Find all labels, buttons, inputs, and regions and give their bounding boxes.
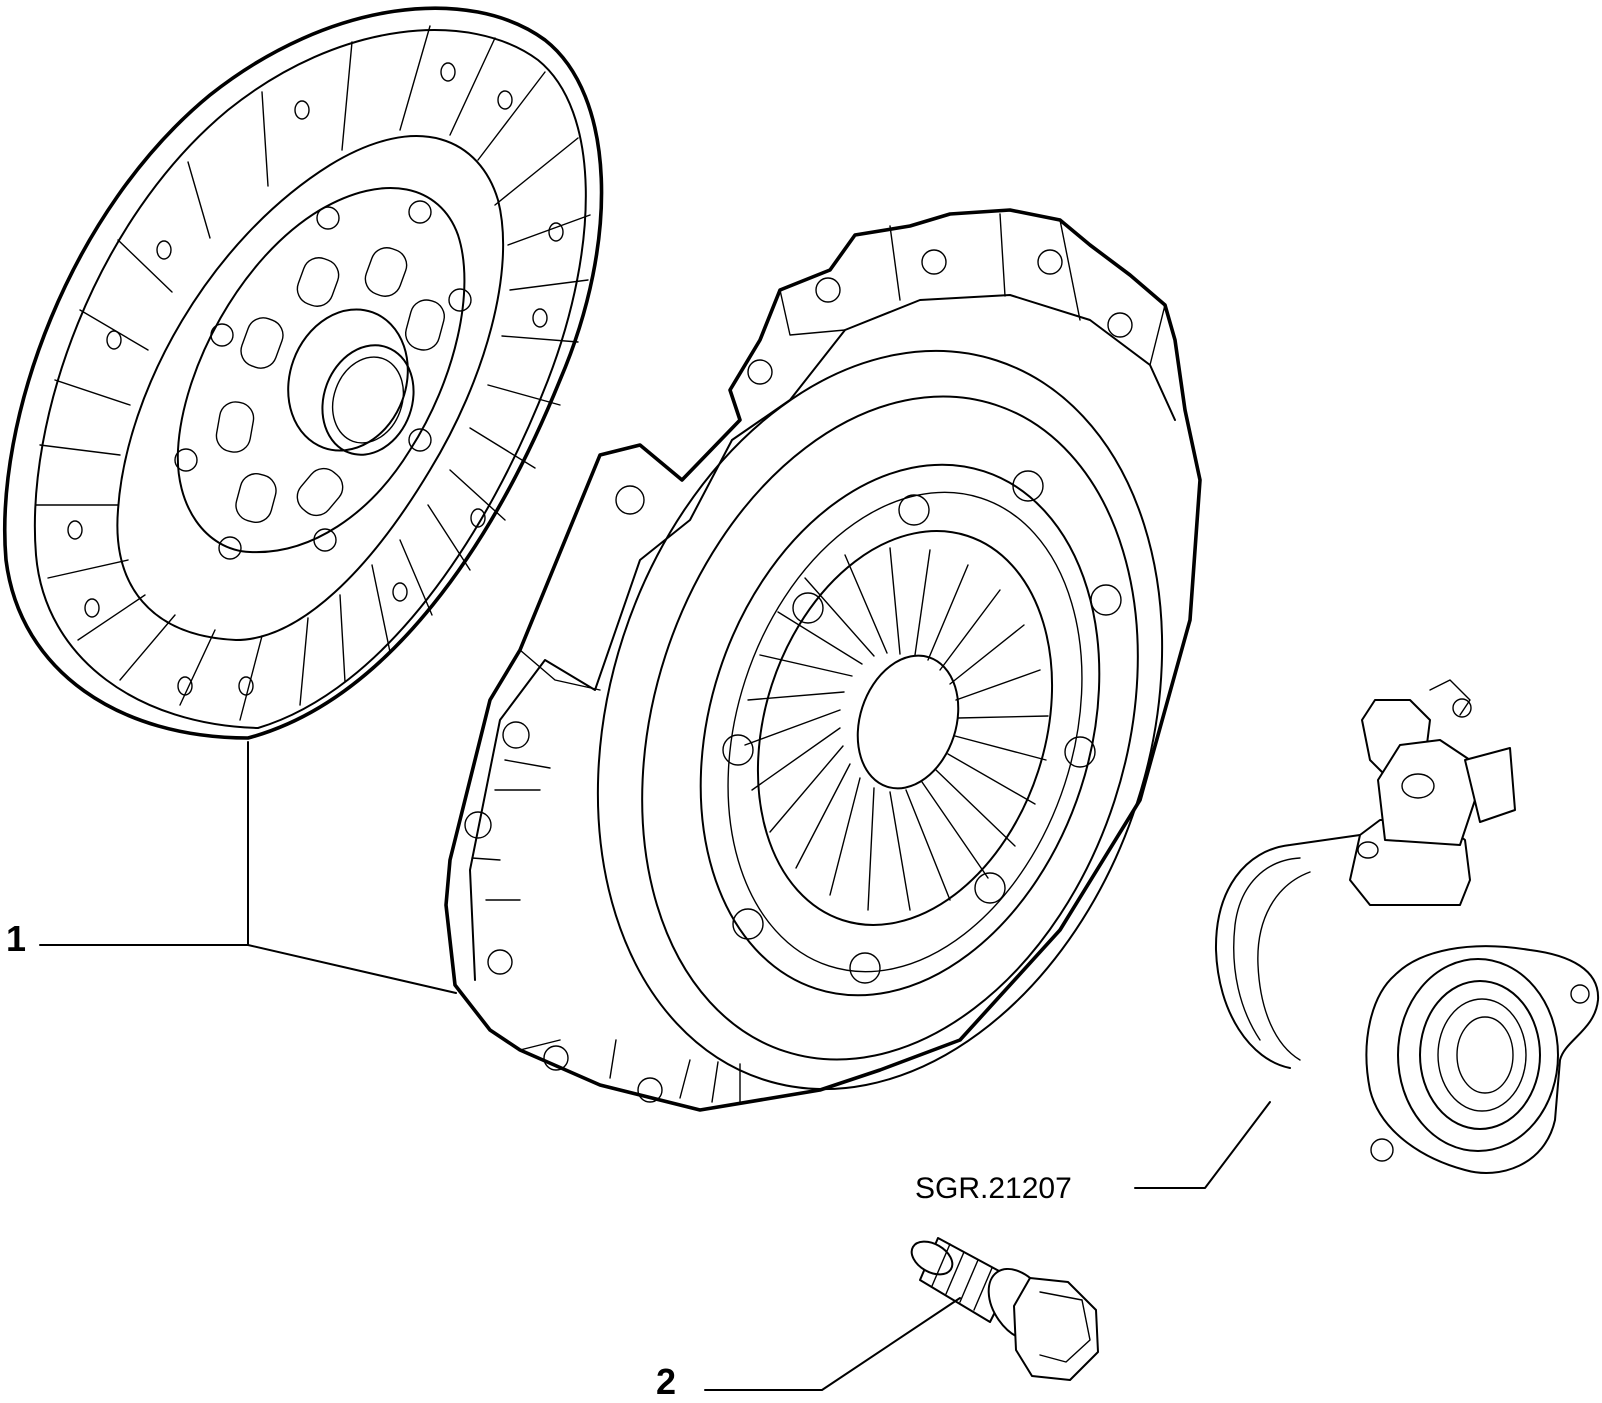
- release-bearing[interactable]: [1214, 679, 1600, 1174]
- pressure-plate[interactable]: [444, 208, 1254, 1163]
- clutch-disc[interactable]: [3, 6, 604, 740]
- bolt[interactable]: [906, 1235, 1099, 1381]
- leader-lines: [39, 741, 1271, 1391]
- callout-2[interactable]: 2: [656, 1361, 677, 1402]
- callout-1[interactable]: 1: [6, 918, 27, 959]
- reference-code: SGR.21207: [915, 1172, 1072, 1205]
